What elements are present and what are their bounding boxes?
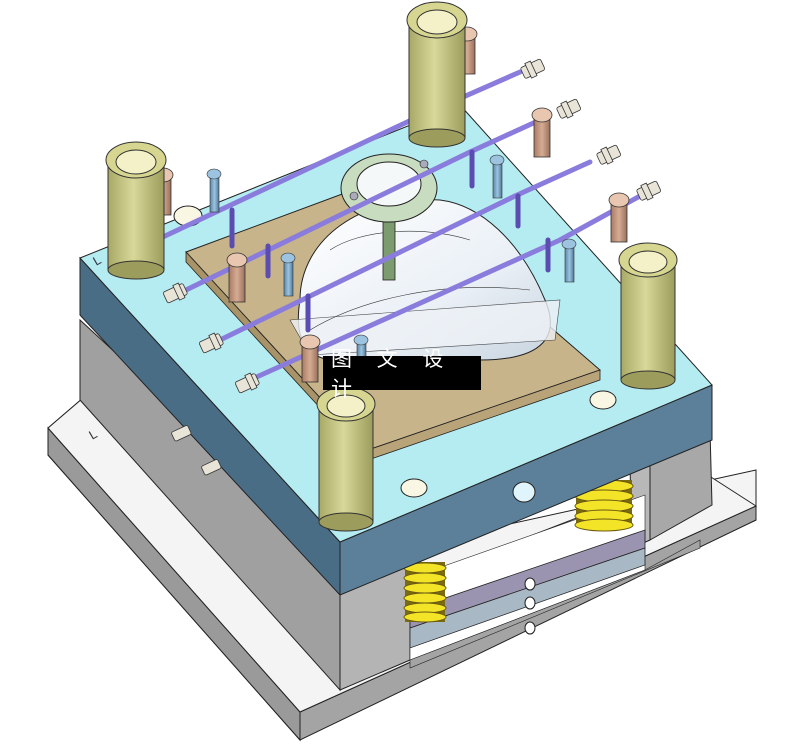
nipple-6	[163, 282, 188, 304]
guide-bushing-right	[618, 242, 678, 390]
cap-screw-3	[531, 107, 553, 158]
ejector-hole-3	[524, 621, 536, 635]
guide-bushing-front	[316, 386, 376, 532]
blue-screw-3	[489, 154, 505, 199]
nipple-4	[636, 180, 661, 201]
pin-hole-front	[400, 478, 428, 498]
nipple-2	[556, 98, 581, 119]
pin-hole-right	[589, 390, 617, 410]
blue-screw-2	[206, 168, 222, 213]
nipple-1	[520, 58, 545, 79]
side-hole	[512, 481, 536, 503]
ejector-hole-1	[524, 577, 536, 591]
nipple-side-2	[201, 459, 222, 476]
blue-screw-5	[561, 238, 577, 283]
ejector-plates	[409, 494, 701, 669]
cap-screw-5	[226, 252, 248, 303]
nipple-7	[199, 332, 224, 354]
guide-bushing-left	[105, 141, 167, 280]
cap-screw-6	[299, 334, 321, 383]
ejector-hole-2	[524, 596, 536, 610]
cap-screw-4	[608, 192, 630, 243]
spring-left	[403, 562, 447, 623]
nipple-8	[235, 372, 260, 394]
watermark-label: 图 文 设 计	[323, 347, 481, 401]
blue-screw-4	[280, 252, 296, 297]
guide-bushing-back	[406, 1, 468, 148]
nipple-side-1	[171, 425, 192, 442]
nipple-3	[596, 144, 621, 165]
